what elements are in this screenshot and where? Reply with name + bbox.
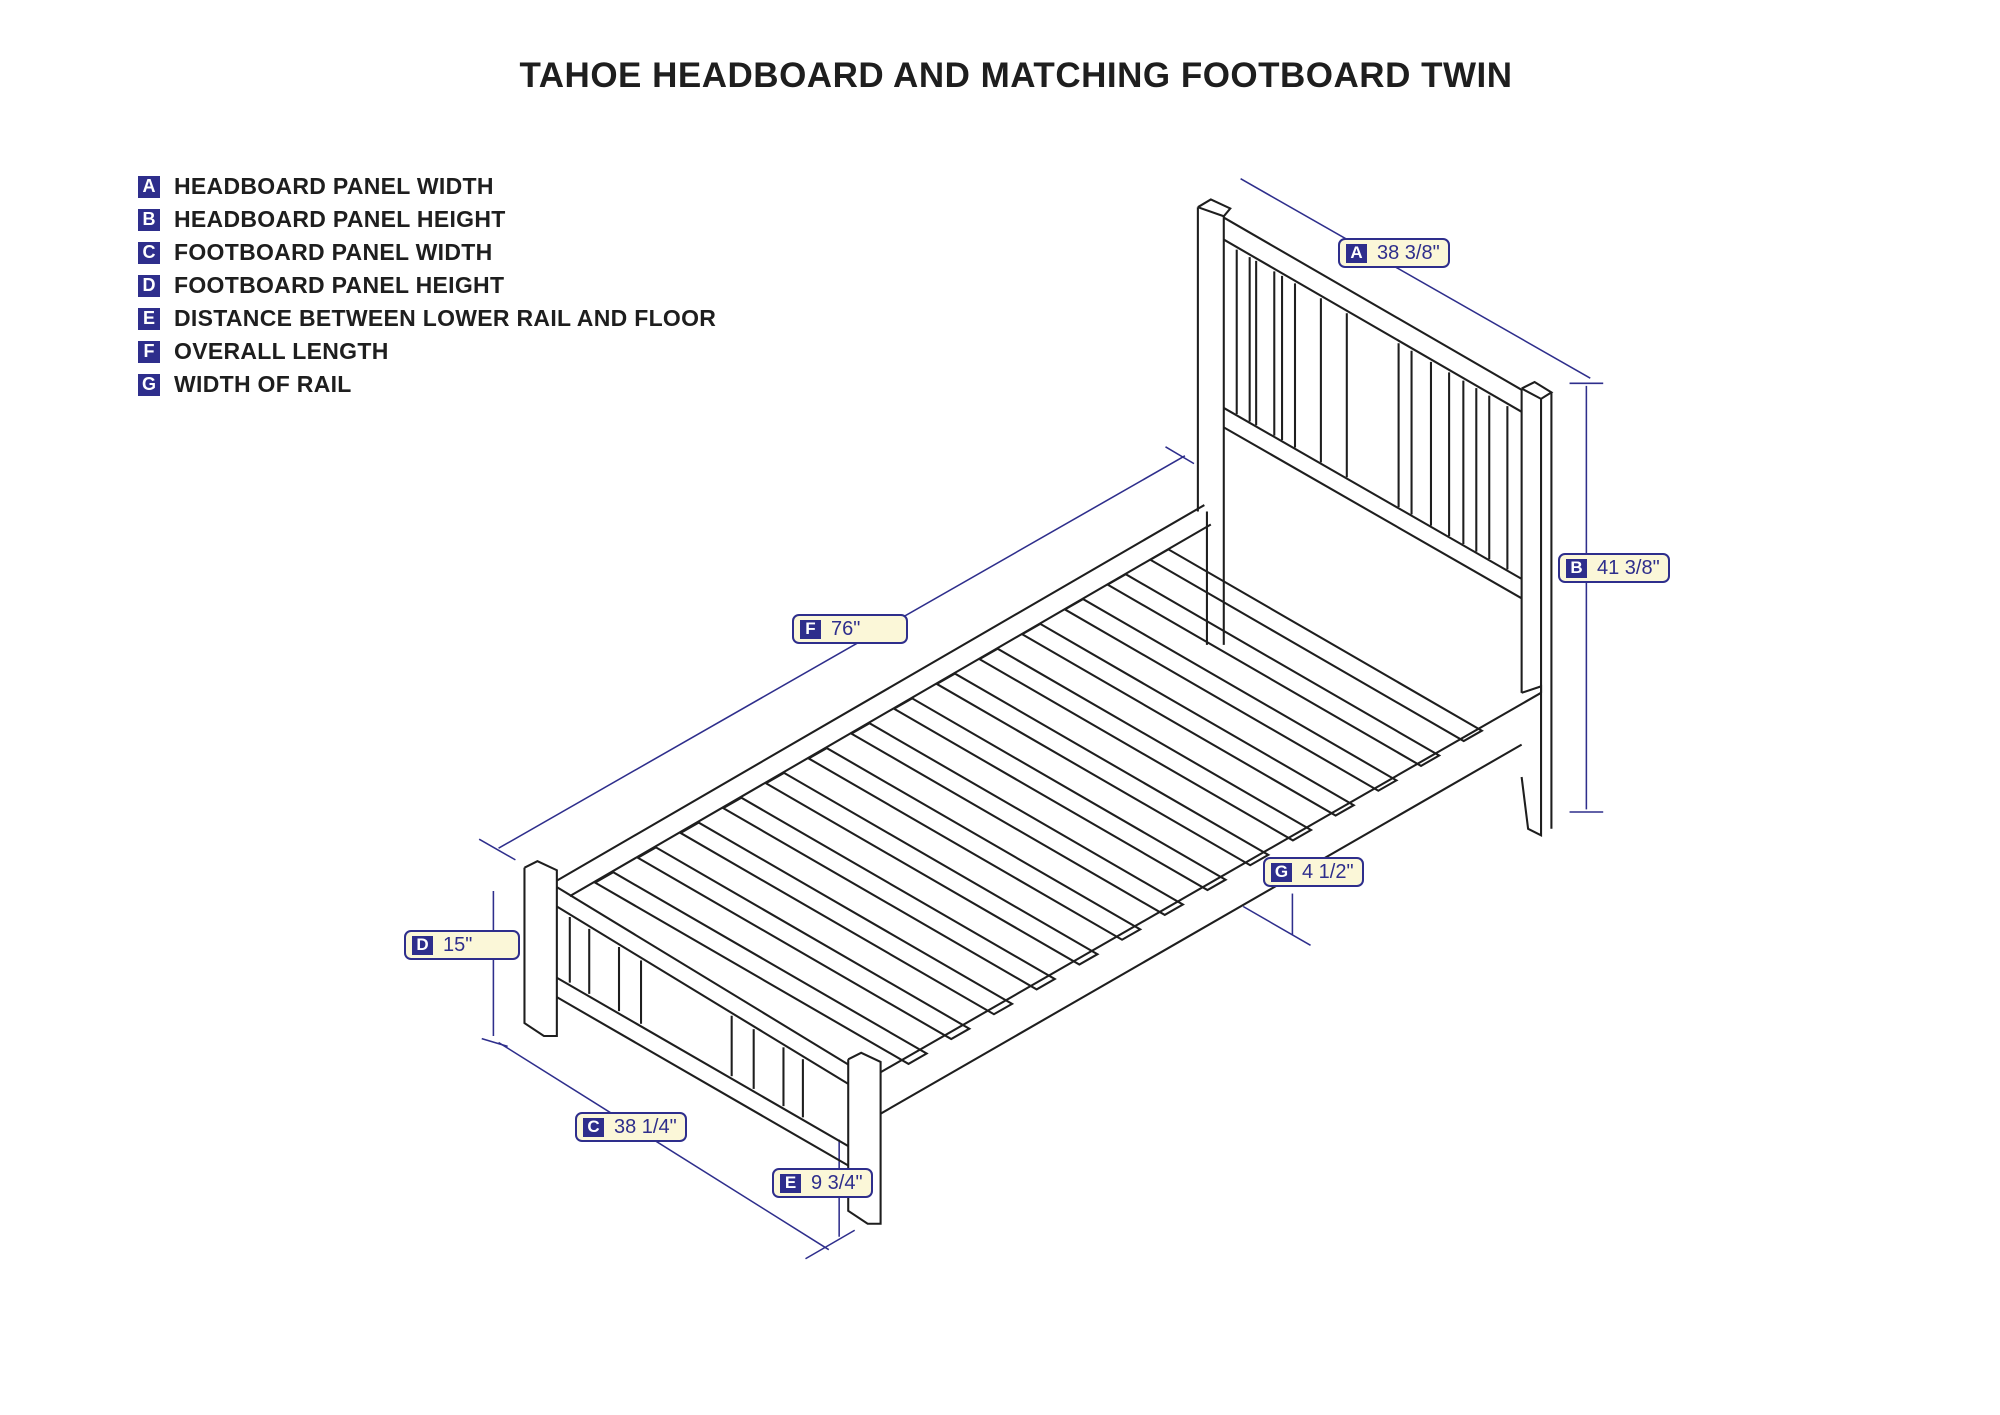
legend-label: WIDTH OF RAIL bbox=[174, 371, 352, 397]
dimension-line-c bbox=[498, 1041, 830, 1251]
legend-key: F bbox=[138, 340, 160, 363]
legend-key: D bbox=[138, 274, 160, 297]
slat bbox=[934, 672, 1271, 867]
legend-key: A bbox=[138, 175, 160, 198]
slat bbox=[806, 746, 1143, 941]
legend-label: HEADBOARD PANEL WIDTH bbox=[174, 173, 494, 199]
dimension-value: 76" bbox=[831, 617, 861, 640]
dimension-label-c: C 38 1/4" bbox=[575, 1112, 687, 1142]
slat bbox=[1020, 622, 1356, 817]
dimension-label-b: B 41 3/8" bbox=[1558, 553, 1670, 583]
dimension-line-f bbox=[498, 455, 1186, 849]
dimension-value: 4 1/2" bbox=[1302, 860, 1354, 883]
legend-label: FOOTBOARD PANEL WIDTH bbox=[174, 239, 493, 265]
dimension-label-f: F 76" bbox=[792, 614, 908, 644]
dimension-value: 41 3/8" bbox=[1597, 556, 1660, 579]
dimension-key: C bbox=[583, 1117, 604, 1137]
dimension-value: 38 1/4" bbox=[614, 1115, 677, 1138]
legend-item-e: E DISTANCE BETWEEN LOWER RAIL AND FLOOR bbox=[138, 302, 716, 335]
legend-item-c: C FOOTBOARD PANEL WIDTH bbox=[138, 236, 716, 269]
slat bbox=[635, 846, 972, 1041]
slat bbox=[1148, 548, 1484, 743]
dimension-line-a bbox=[1240, 178, 1591, 379]
dimension-value: 9 3/4" bbox=[811, 1171, 863, 1194]
dimension-value: 38 3/8" bbox=[1377, 241, 1440, 264]
legend-item-g: G WIDTH OF RAIL bbox=[138, 368, 716, 401]
slat bbox=[1105, 573, 1442, 768]
legend-item-f: F OVERALL LENGTH bbox=[138, 335, 716, 368]
legend-key: G bbox=[138, 373, 160, 396]
mattress-slats bbox=[593, 548, 1484, 1066]
dimension-label-g: G 4 1/2" bbox=[1263, 857, 1364, 887]
legend-key: E bbox=[138, 307, 160, 330]
legend-item-b: B HEADBOARD PANEL HEIGHT bbox=[138, 203, 716, 236]
dimension-key: G bbox=[1271, 862, 1292, 882]
headboard bbox=[1196, 198, 1554, 837]
legend-label: OVERALL LENGTH bbox=[174, 338, 389, 364]
legend-item-a: A HEADBOARD PANEL WIDTH bbox=[138, 170, 716, 203]
legend-key: C bbox=[138, 241, 160, 264]
legend-label: FOOTBOARD PANEL HEIGHT bbox=[174, 272, 505, 298]
legend-label: HEADBOARD PANEL HEIGHT bbox=[174, 206, 506, 232]
dimension-lines bbox=[478, 178, 1604, 1260]
footboard bbox=[523, 860, 882, 1225]
dimension-label-a: A 38 3/8" bbox=[1338, 238, 1450, 268]
dimension-value: 15" bbox=[443, 933, 473, 956]
slat bbox=[721, 796, 1057, 991]
dimension-key: B bbox=[1566, 558, 1587, 578]
page-title: TAHOE HEADBOARD AND MATCHING FOOTBOARD T… bbox=[519, 56, 1513, 95]
dimension-label-e: E 9 3/4" bbox=[772, 1168, 873, 1198]
side-rails bbox=[556, 504, 1543, 1115]
slat bbox=[1062, 597, 1399, 792]
slat bbox=[763, 771, 1100, 966]
dimension-key: F bbox=[800, 619, 821, 639]
legend-label: DISTANCE BETWEEN LOWER RAIL AND FLOOR bbox=[174, 305, 717, 331]
dimension-key: E bbox=[780, 1173, 801, 1193]
legend: A HEADBOARD PANEL WIDTH B HEADBOARD PANEL … bbox=[138, 170, 716, 401]
dimension-key: D bbox=[412, 935, 433, 955]
dimension-label-d: D 15" bbox=[404, 930, 520, 960]
slat bbox=[849, 722, 1185, 917]
legend-key: B bbox=[138, 208, 160, 231]
slat bbox=[593, 871, 929, 1066]
slat bbox=[678, 821, 1015, 1016]
legend-item-d: D FOOTBOARD PANEL HEIGHT bbox=[138, 269, 716, 302]
dimension-key: A bbox=[1346, 243, 1367, 263]
slat bbox=[977, 647, 1314, 842]
slat bbox=[892, 697, 1228, 892]
